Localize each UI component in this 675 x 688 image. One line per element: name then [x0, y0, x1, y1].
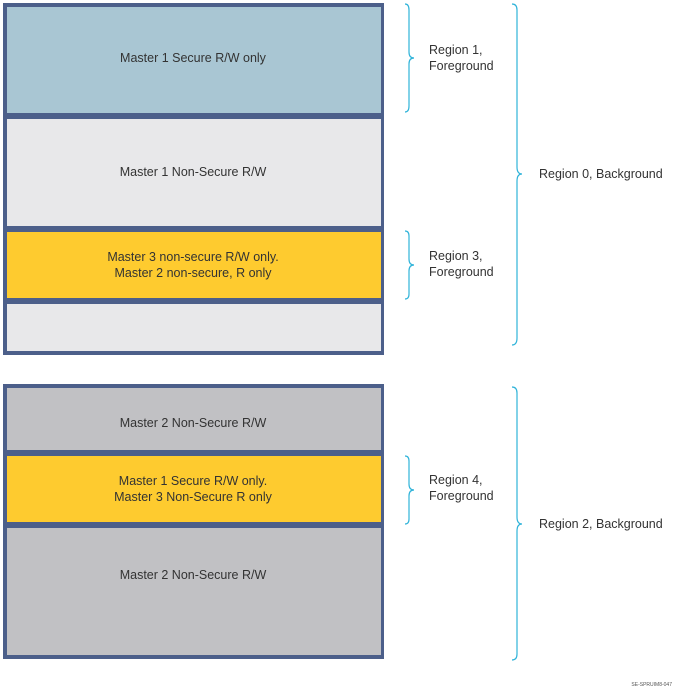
lower-top-block-label: Master 2 Non-Secure R/W	[120, 416, 267, 430]
region4-label-line2: Foreground	[429, 489, 494, 503]
region0-label: Region 0, Background	[539, 167, 663, 181]
non-secure-block-label: Master 1 Non-Secure R/W	[120, 165, 267, 179]
region2-brace	[511, 386, 523, 661]
region1-brace	[404, 3, 415, 113]
region4-block-line2: Master 3 Non-Secure R only	[114, 490, 272, 504]
lower-bottom-block	[7, 528, 381, 655]
region3-block-line2: Master 2 non-secure, R only	[114, 266, 272, 280]
lower-memory-stack: Master 2 Non-Secure R/W Master 1 Secure …	[3, 384, 384, 659]
region2-label: Region 2, Background	[539, 517, 663, 531]
region1-block-label: Master 1 Secure R/W only	[120, 51, 267, 65]
region1-label-line2: Foreground	[429, 59, 494, 73]
upper-memory-stack: Master 1 Secure R/W only Master 1 Non-Se…	[3, 3, 384, 355]
lower-bottom-block-label: Master 2 Non-Secure R/W	[120, 568, 267, 582]
region3-block	[7, 232, 381, 298]
region3-block-line1: Master 3 non-secure R/W only.	[107, 250, 278, 264]
lower-top-block	[7, 388, 381, 450]
region4-block	[7, 456, 381, 522]
region4-label-line1: Region 4,	[429, 473, 483, 487]
region3-label-line1: Region 3,	[429, 249, 483, 263]
figure-id: SE-SPRUIM8-047	[631, 682, 672, 688]
region4-brace	[404, 455, 415, 525]
region1-label-line1: Region 1,	[429, 43, 483, 57]
region0-brace	[511, 3, 523, 346]
region1-block	[7, 7, 381, 113]
region4-block-line1: Master 1 Secure R/W only.	[119, 474, 267, 488]
region3-label-line2: Foreground	[429, 265, 494, 279]
non-secure-block	[7, 119, 381, 226]
region3-brace	[404, 230, 415, 300]
upper-free-block	[7, 304, 381, 351]
